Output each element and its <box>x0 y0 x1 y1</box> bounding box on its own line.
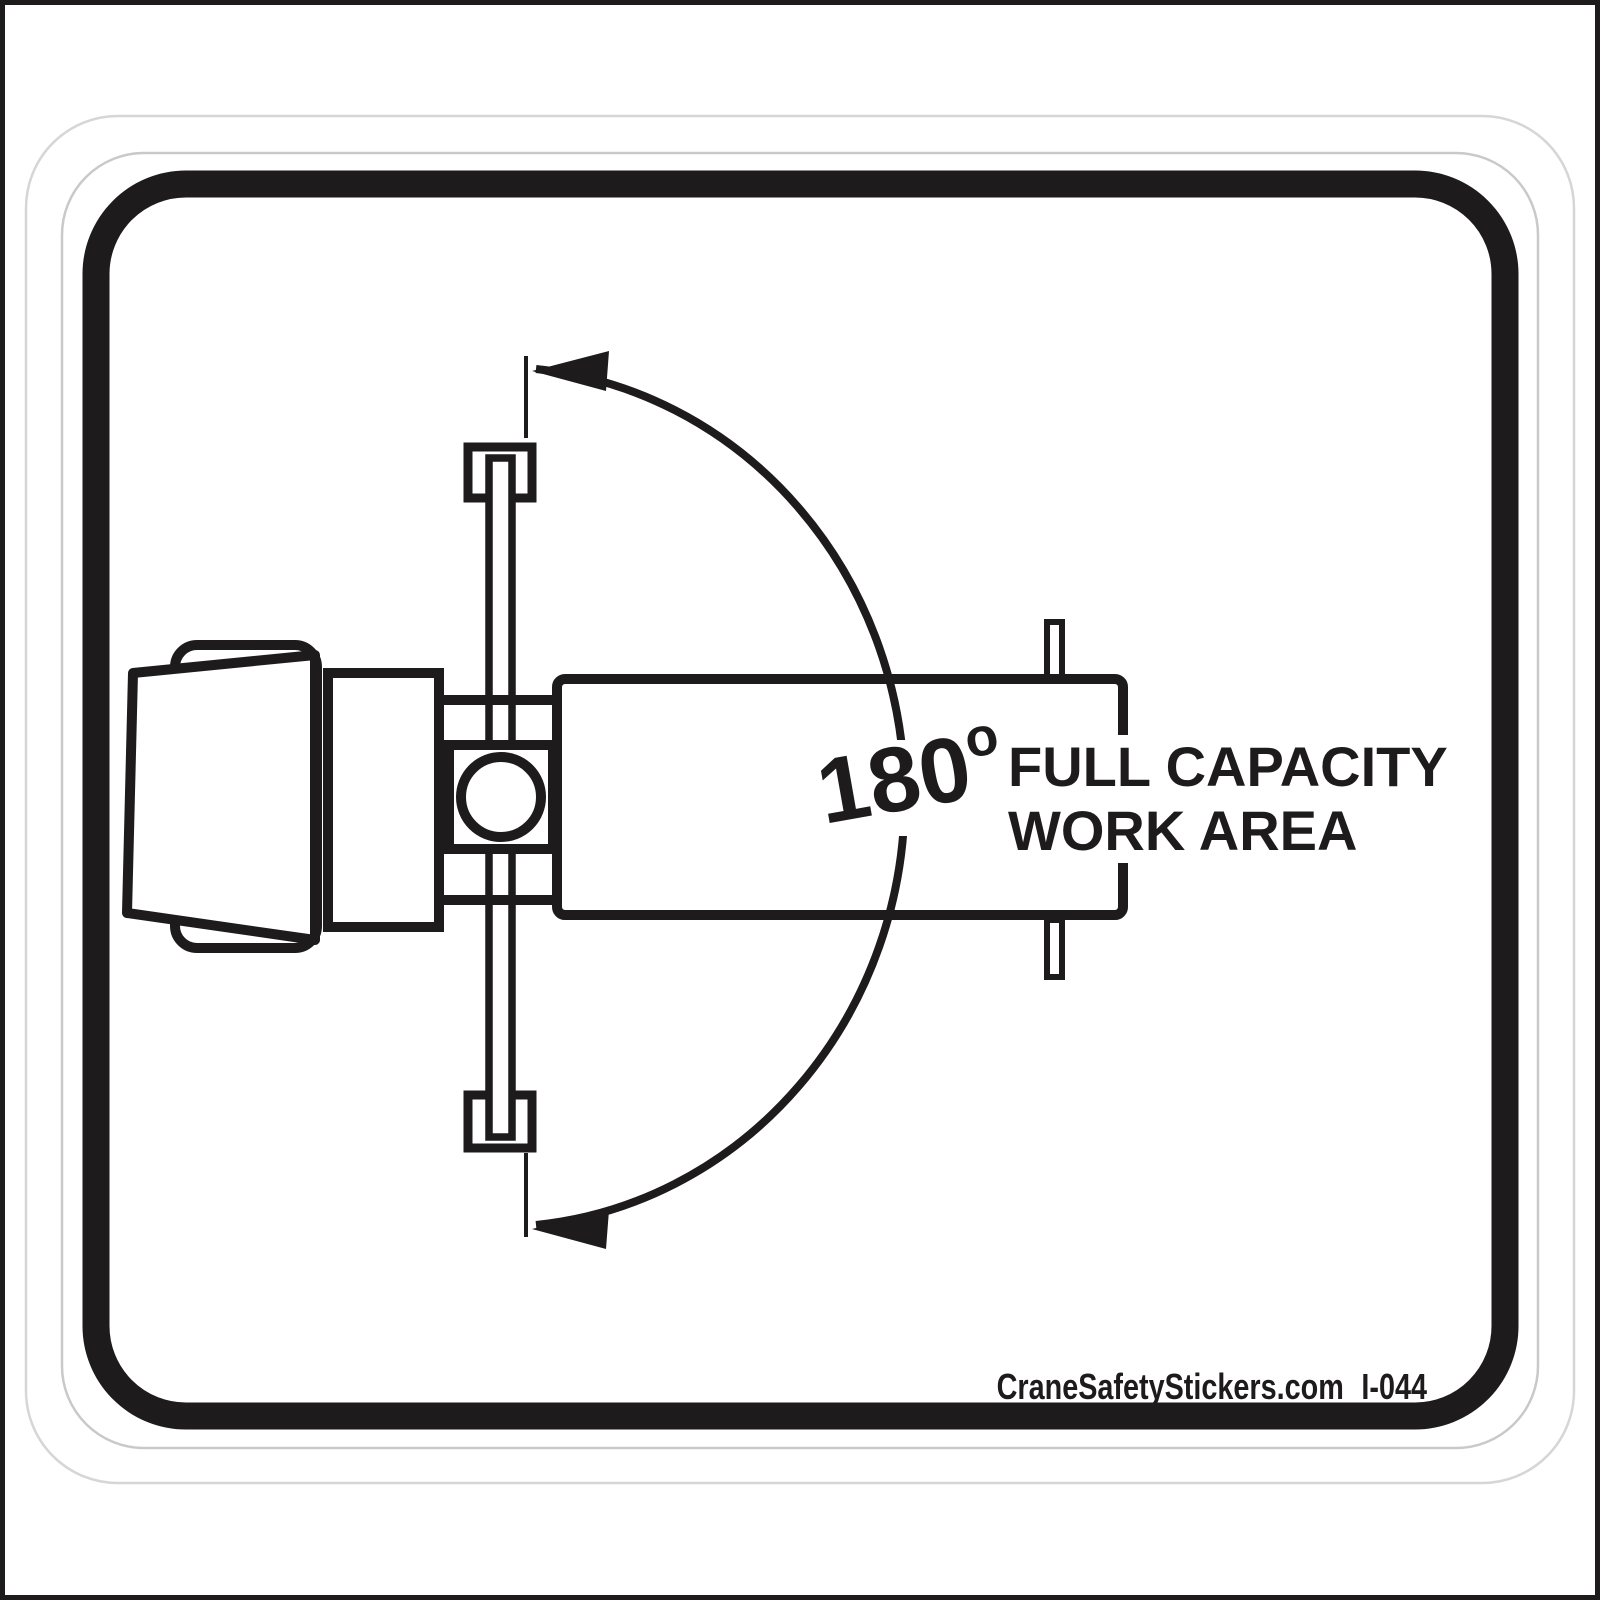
footer-site: CraneSafetyStickers.com <box>997 1366 1344 1407</box>
footer-code: I-044 <box>1361 1366 1427 1407</box>
angle-label-knockout <box>812 740 996 836</box>
diecut-outline-inner <box>60 151 1540 1450</box>
turntable-circle-icon <box>456 752 546 842</box>
swing-arrow-top-icon <box>532 351 609 391</box>
engine-box-icon <box>323 668 444 932</box>
rear-post-top-icon <box>1044 619 1065 681</box>
capacity-label-knockout <box>1002 735 1458 863</box>
capacity-label-line1: FULL CAPACITY <box>1008 735 1448 798</box>
diecut-outline-outer <box>24 114 1576 1485</box>
truck-hood-icon <box>122 650 320 945</box>
capacity-label-line2: WORK AREA <box>1008 799 1357 862</box>
footer-text: CraneSafetyStickers.com I-044 <box>997 1366 1427 1407</box>
swing-arrow-bottom-icon <box>532 1210 609 1249</box>
rear-post-bottom-icon <box>1044 917 1065 980</box>
